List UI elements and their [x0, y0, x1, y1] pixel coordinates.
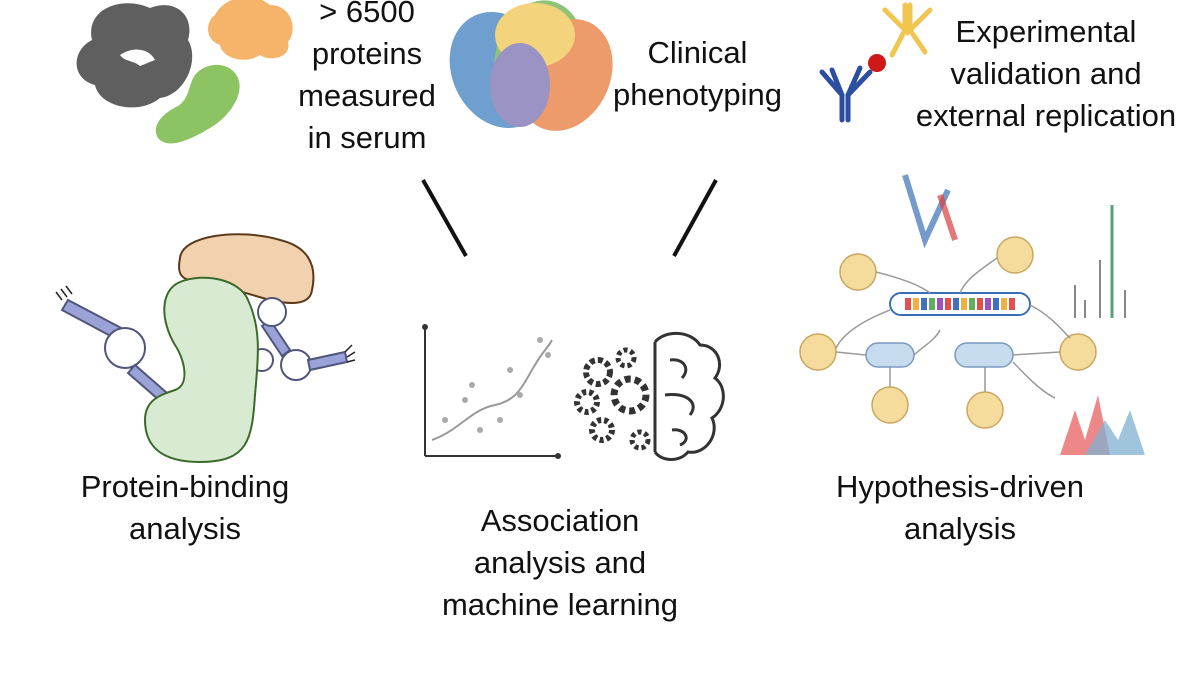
validation-line-1: Experimental [955, 14, 1137, 49]
gears-brain-icon [574, 331, 725, 461]
aptamer-protein-binding-icon [55, 233, 356, 464]
experimental-validation-label: Experimental validation and external rep… [896, 11, 1196, 137]
proteins-line-2: proteins [311, 36, 423, 71]
proteins-line-3: measured [298, 78, 436, 113]
association-line-3: machine learning [441, 587, 679, 622]
binding-line-1: Protein-binding [80, 469, 290, 504]
antibody-icon [819, 2, 933, 123]
pathway-network-icon [799, 165, 1150, 455]
proteins-line-4: in serum [307, 120, 427, 155]
validation-line-3: external replication [915, 98, 1177, 133]
association-line-2: analysis and [473, 545, 647, 580]
clinical-line-2: phenotyping [613, 77, 782, 112]
proteins-measured-label: > 6500 proteins measured in serum [282, 0, 452, 159]
proteins-line-1: > 6500 [319, 0, 415, 29]
association-analysis-label: Association analysis and machine learnin… [420, 500, 700, 626]
connector-line-left [421, 179, 468, 257]
association-line-1: Association [480, 503, 640, 538]
clinical-phenotyping-label: Clinical phenotyping [600, 32, 795, 116]
phenotype-venn-icon [449, 0, 613, 131]
scatter-trend-plot-icon [422, 324, 561, 459]
hypothesis-driven-analysis-label: Hypothesis-driven analysis [815, 466, 1105, 550]
clinical-line-1: Clinical [647, 35, 748, 70]
hypothesis-line-1: Hypothesis-driven [835, 469, 1085, 504]
hypothesis-line-2: analysis [904, 511, 1016, 546]
protein-binding-analysis-label: Protein-binding analysis [60, 466, 310, 550]
validation-line-2: validation and [950, 56, 1142, 91]
connector-line-right [672, 179, 718, 257]
binding-line-2: analysis [129, 511, 241, 546]
protein-cluster-icon [76, 0, 293, 144]
